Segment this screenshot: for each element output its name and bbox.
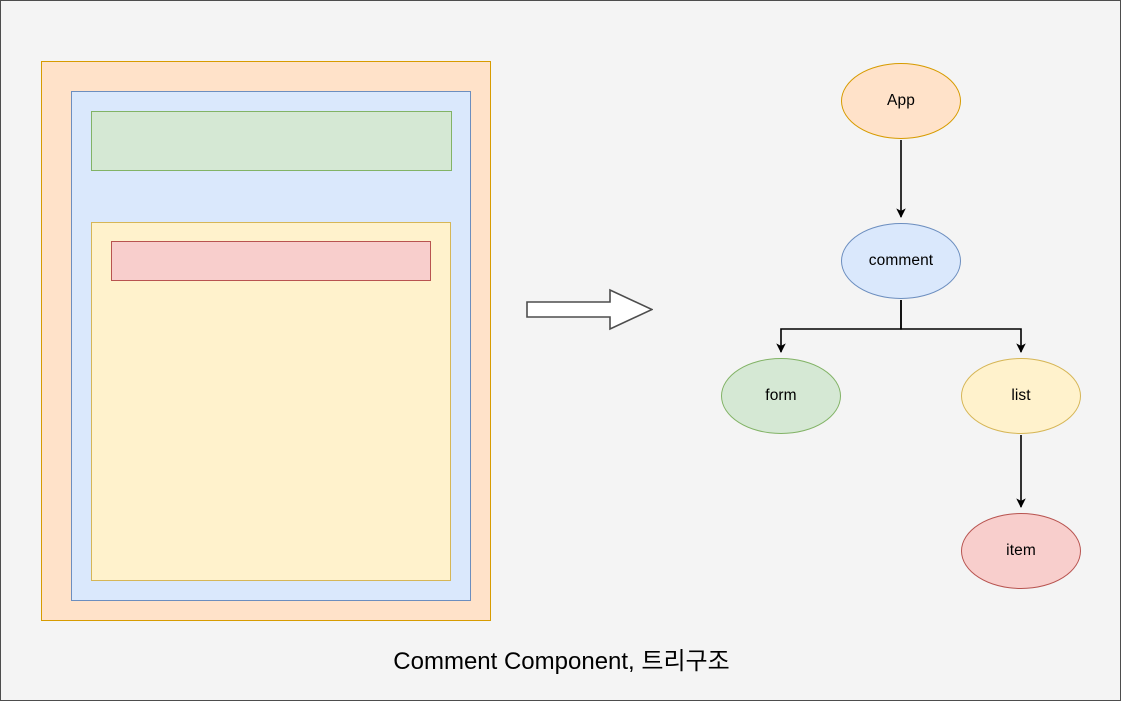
tree-node-item[interactable]: item — [961, 513, 1081, 589]
tree-node-comment-label: comment — [868, 252, 934, 269]
tree-node-list-label: list — [1011, 387, 1031, 404]
diagram-caption: Comment Component, 트리구조 — [393, 648, 730, 675]
edge-comment-to-list — [900, 300, 1026, 353]
tree-node-app-label: App — [887, 92, 915, 109]
tree-node-list[interactable]: list — [961, 358, 1081, 434]
nested-box-item — [111, 241, 431, 281]
nested-box-list — [91, 222, 451, 581]
tree-node-app[interactable]: App — [841, 63, 961, 139]
tree-node-form-label: form — [765, 387, 797, 404]
block-arrow-right-icon — [526, 288, 653, 331]
edge-comment-to-form — [776, 300, 902, 353]
tree-node-item-label: item — [1006, 542, 1036, 559]
tree-node-comment[interactable]: comment — [841, 223, 961, 299]
nested-box-form — [91, 111, 452, 171]
tree-node-form[interactable]: form — [721, 358, 841, 434]
